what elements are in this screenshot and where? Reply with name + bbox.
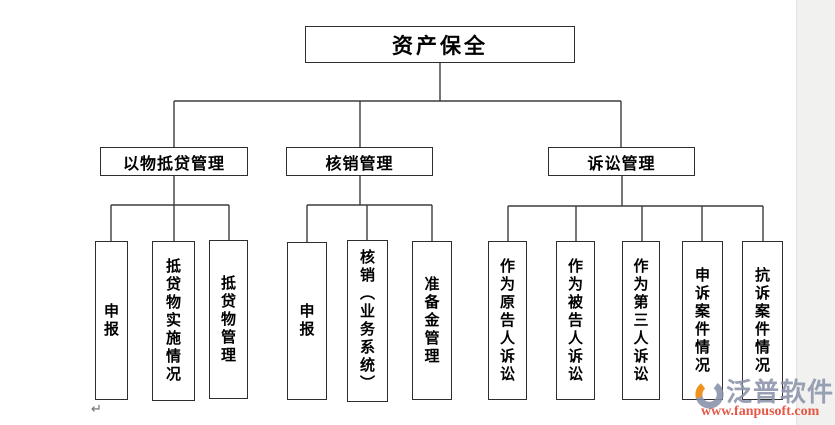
node-leaf-litigation-as-third-party: 作为第三人诉讼 bbox=[622, 241, 660, 400]
watermark-url: www.fanpusoft.com bbox=[701, 404, 820, 419]
page-gutter bbox=[796, 0, 835, 425]
node-branch-collateral-management: 以物抵贷管理 bbox=[100, 147, 248, 176]
node-leaf-litigation-as-plaintiff: 作为原告人诉讼 bbox=[488, 241, 527, 400]
node-leaf-litigation-as-defendant: 作为被告人诉讼 bbox=[556, 241, 595, 400]
watermark-brand-text: 泛普软件 bbox=[726, 378, 835, 408]
node-leaf-appeal-case-status: 申诉案件情况 bbox=[682, 241, 723, 400]
node-root: 资产保全 bbox=[305, 26, 575, 63]
node-leaf-declaration-1: 申报 bbox=[95, 241, 128, 400]
node-branch-litigation-management: 诉讼管理 bbox=[548, 147, 695, 176]
node-leaf-declaration-2: 申报 bbox=[287, 242, 327, 400]
node-leaf-writeoff-business-system: 核销（业务系统） bbox=[347, 240, 388, 402]
node-leaf-collateral-implementation-status: 抵贷物实施情况 bbox=[152, 241, 195, 401]
watermark: 泛普软件 www.fanpusoft.com bbox=[694, 378, 833, 420]
node-branch-writeoff-management: 核销管理 bbox=[286, 147, 433, 176]
fanpu-logo-icon bbox=[695, 380, 724, 409]
node-leaf-protest-case-status: 抗诉案件情况 bbox=[742, 241, 783, 400]
node-leaf-reserve-management: 准备金管理 bbox=[412, 241, 452, 400]
paragraph-mark: ↵ bbox=[91, 402, 102, 417]
node-leaf-collateral-management: 抵贷物管理 bbox=[209, 240, 248, 399]
